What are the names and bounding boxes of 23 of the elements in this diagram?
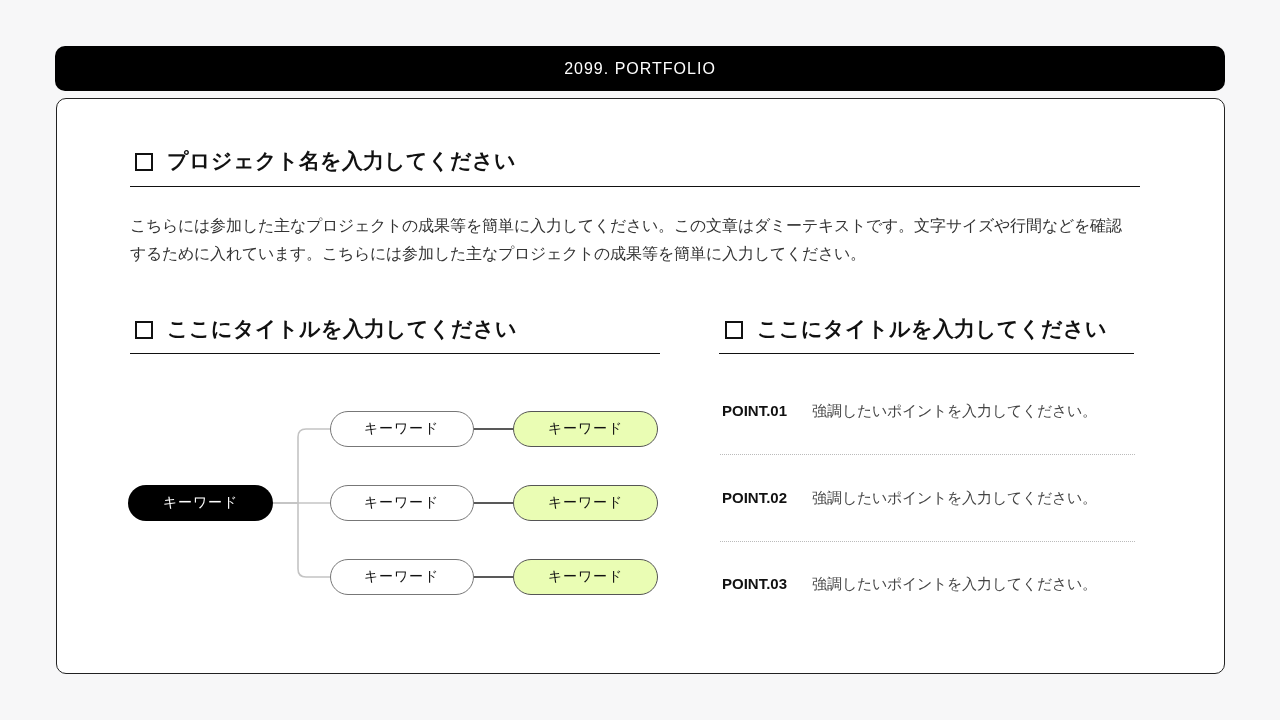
section-heading: ここにタイトルを入力してください [167, 316, 517, 342]
point-label: POINT.03 [722, 574, 788, 594]
section-heading: プロジェクト名を入力してください [167, 148, 516, 174]
keyword-pill: キーワード [512, 410, 658, 447]
point-text: 強調したいポイントを入力してください。 [812, 574, 1097, 594]
section-heading: ここにタイトルを入力してください [757, 316, 1107, 342]
header-bar: 2099. PORTFOLIO [55, 46, 1225, 91]
keyword-pill: キーワード [329, 484, 474, 521]
keyword-pill: キーワード [512, 558, 658, 595]
connector-line [473, 576, 514, 578]
point-label: POINT.01 [722, 401, 788, 421]
point-text: 強調したいポイントを入力してください。 [812, 401, 1097, 421]
content-card [56, 98, 1225, 674]
keyword-pill: キーワード [329, 558, 474, 595]
connector-line [473, 428, 514, 430]
point-text: 強調したいポイントを入力してください。 [812, 488, 1097, 508]
keyword-pill: キーワード [127, 484, 273, 521]
point-label: POINT.02 [722, 488, 788, 508]
body-text: こちらには参加した主なプロジェクトの成果等を簡単に入力してください。この文章はダミーテキストです。文字サイズや行間などを確認するために入れています。こちらには参加した主なプロジェクトの成果等を簡単に入力してください。 [130, 216, 1123, 264]
connector-line [473, 502, 514, 504]
keyword-pill: キーワード [329, 410, 474, 447]
connector-line [272, 502, 331, 578]
keyword-pill: キーワード [512, 484, 658, 521]
